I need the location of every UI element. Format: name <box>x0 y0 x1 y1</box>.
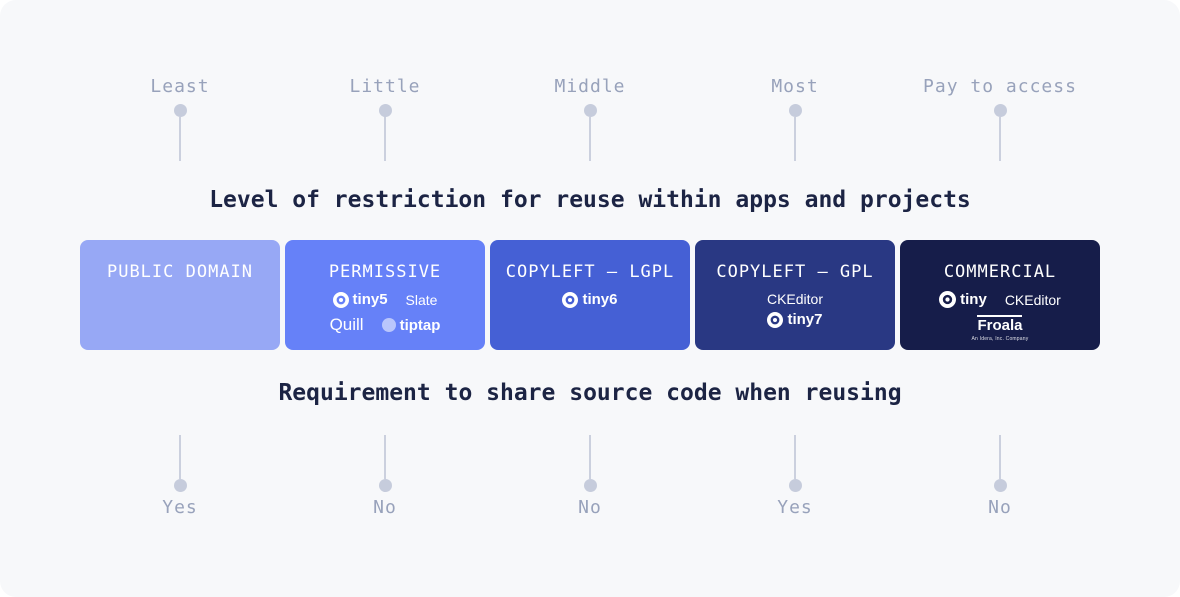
pin-dot <box>583 479 597 492</box>
pin-line <box>794 435 796 479</box>
share-label: No <box>578 497 602 518</box>
tiny-logo-icon <box>562 291 579 308</box>
share-label: No <box>373 497 397 518</box>
card-title: COPYLEFT — LGPL <box>505 262 675 282</box>
restriction-pin-most: Most <box>695 76 895 161</box>
license-cards: PUBLIC DOMAIN PERMISSIVE tiny5 Slate <box>80 240 1180 350</box>
card-title: PERMISSIVE <box>328 262 442 282</box>
tiny-logo-icon <box>767 311 784 328</box>
pin-line <box>384 117 386 161</box>
tiptap-logo: tiptap <box>381 317 440 334</box>
pin-line <box>179 435 181 479</box>
froala-tagline: An Idera, Inc. Company <box>971 335 1029 342</box>
share-label: Yes <box>777 497 813 518</box>
tiny-logo-icon <box>332 291 349 308</box>
share-source-heading: Requirement to share source code when re… <box>278 380 902 406</box>
restriction-axis: Least Little Middle Most Pay to access <box>80 0 1180 161</box>
restriction-label: Pay to access <box>923 76 1077 97</box>
share-pin-gpl: Yes <box>695 435 895 519</box>
pin-line <box>384 435 386 479</box>
card-commercial: COMMERCIAL tiny CKEditor Froala <box>900 240 1100 350</box>
tiny-logo-icon <box>939 291 957 308</box>
tiny5-logo: tiny5 <box>332 291 388 308</box>
pin-dot <box>993 479 1007 492</box>
restriction-label: Little <box>349 76 421 97</box>
share-pin-public-domain: Yes <box>80 435 280 519</box>
card-permissive: PERMISSIVE tiny5 Slate Quill <box>285 240 485 350</box>
card-public-domain: PUBLIC DOMAIN <box>80 240 280 350</box>
card-copyleft-gpl: COPYLEFT — GPL CKEditor tiny7 <box>695 240 895 350</box>
restriction-pin-least: Least <box>80 76 280 161</box>
restriction-label: Most <box>771 76 819 97</box>
ckeditor-logo: CKEditor <box>766 291 824 307</box>
pin-line <box>589 117 591 161</box>
pin-line <box>999 435 1001 479</box>
slate-logo: Slate <box>405 291 438 308</box>
pin-dot <box>173 104 187 117</box>
pin-dot <box>378 479 392 492</box>
card-title: COPYLEFT — GPL <box>716 262 874 282</box>
pin-line <box>999 117 1001 161</box>
pin-line <box>589 435 591 479</box>
card-copyleft-lgpl: COPYLEFT — LGPL tiny6 <box>490 240 690 350</box>
tiptap-logo-icon <box>381 318 396 332</box>
pin-dot <box>173 479 187 492</box>
card-title: PUBLIC DOMAIN <box>106 262 254 282</box>
share-pin-lgpl: No <box>490 435 690 519</box>
tiny7-logo: tiny7 <box>767 311 823 328</box>
pin-dot <box>993 104 1007 117</box>
ckeditor-logo: CKEditor <box>1004 291 1061 308</box>
tiny-logo: tiny <box>939 291 987 308</box>
pin-dot <box>788 479 802 492</box>
pin-dot <box>788 104 802 117</box>
share-label: No <box>988 497 1012 518</box>
tiny6-logo: tiny6 <box>562 291 618 308</box>
restriction-label: Middle <box>554 76 626 97</box>
restriction-pin-little: Little <box>285 76 485 161</box>
pin-line <box>179 117 181 161</box>
pin-dot <box>583 104 597 117</box>
card-title: COMMERCIAL <box>943 262 1057 282</box>
share-pin-commercial: No <box>900 435 1100 519</box>
share-label: Yes <box>162 497 198 518</box>
share-source-axis: Yes No No Yes No <box>80 435 1180 519</box>
pin-line <box>794 117 796 161</box>
quill-logo: Quill <box>329 315 364 334</box>
restriction-pin-pay: Pay to access <box>900 76 1100 161</box>
pin-dot <box>378 104 392 117</box>
restriction-heading: Level of restriction for reuse within ap… <box>209 187 971 213</box>
share-pin-permissive: No <box>285 435 485 519</box>
froala-logo: Froala An Idera, Inc. Company <box>971 315 1029 342</box>
restriction-pin-middle: Middle <box>490 76 690 161</box>
restriction-label: Least <box>150 76 210 97</box>
